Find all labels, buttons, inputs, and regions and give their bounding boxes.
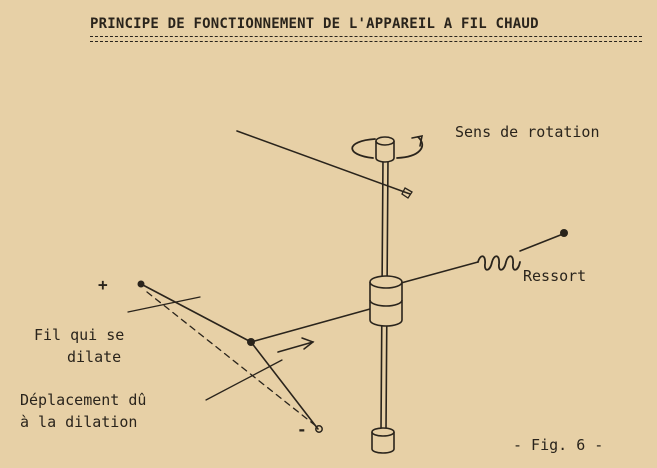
spring-rod-right — [519, 233, 564, 252]
wire-junction — [247, 338, 255, 346]
displacement-leader-line — [205, 359, 283, 401]
spring-coil — [477, 255, 521, 271]
connecting-rod — [250, 308, 371, 343]
page-title: PRINCIPE DE FONCTIONNEMENT DE L'APPAREIL… — [90, 16, 539, 32]
spring-rod-left — [400, 261, 479, 284]
center-drum — [369, 275, 403, 327]
pointer-tip — [401, 187, 413, 199]
title-underline — [90, 36, 642, 42]
wire-leader-line — [127, 296, 201, 313]
pointer-arm — [236, 130, 411, 195]
top-cap — [375, 136, 395, 163]
plus-terminal — [137, 280, 145, 288]
displaced-wire — [146, 291, 317, 427]
spring-label: Ressort — [523, 267, 587, 285]
minus-terminal — [315, 425, 323, 433]
bottom-cap — [371, 427, 395, 454]
figure-label: - Fig. 6 - — [513, 436, 604, 454]
rotation-arrow — [351, 136, 424, 159]
displacement-arrow — [277, 341, 314, 353]
hot-wire-lower — [250, 341, 319, 430]
rotation-label: Sens de rotation — [455, 123, 600, 141]
minus-sign: - — [297, 420, 307, 439]
rotation-arrowhead — [411, 134, 424, 147]
displacement-arrowhead — [301, 337, 315, 350]
hot-wire-upper — [140, 283, 252, 343]
spring-anchor — [560, 229, 568, 237]
plus-sign: + — [98, 275, 108, 294]
displacement-label-line2: à la dilation — [20, 413, 138, 431]
displacement-label-line1: Déplacement dû — [20, 391, 147, 409]
wire-label-line2: dilate — [67, 348, 122, 366]
wire-label-line1: Fil qui se — [34, 326, 125, 344]
